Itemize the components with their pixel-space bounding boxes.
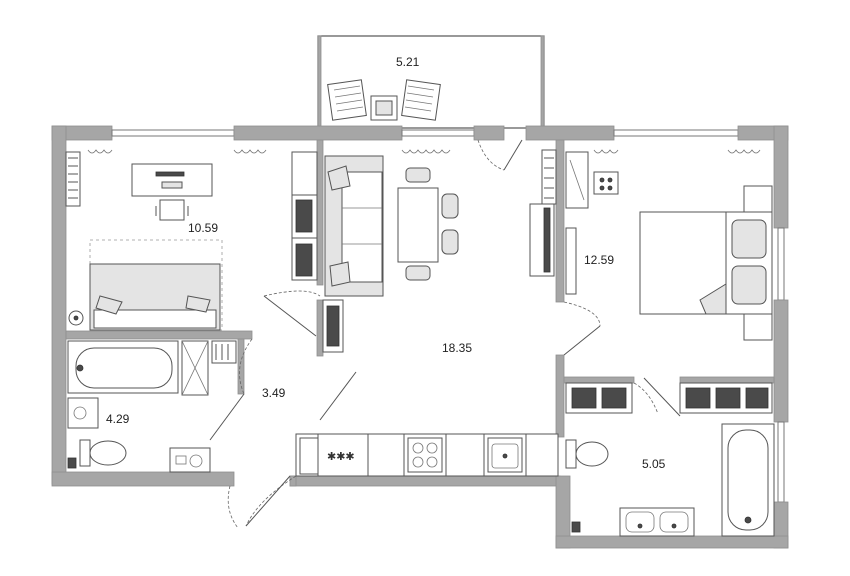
sofa <box>324 155 384 297</box>
curtains <box>87 149 761 154</box>
dresser <box>565 151 589 209</box>
bathroom-right-area: 5.05 <box>642 457 666 471</box>
balcony <box>317 35 545 129</box>
towel-rack <box>211 340 237 364</box>
sofa-bed <box>89 239 223 331</box>
stove-icon: ✱✱✱ <box>327 450 355 463</box>
wardrobe <box>291 151 318 281</box>
washing-machine-right <box>565 382 633 414</box>
fan-icon <box>68 310 84 326</box>
toilet-left <box>79 439 127 467</box>
desk-chair <box>155 199 189 221</box>
cabinet-right <box>679 382 773 414</box>
bathroom-left <box>67 340 237 473</box>
hob <box>407 437 443 473</box>
bathtub-left <box>67 340 179 394</box>
radiator-left <box>65 151 81 207</box>
balcony-chair-right <box>401 79 441 121</box>
sink-left <box>67 397 99 429</box>
tv-stand <box>529 203 577 295</box>
dining-table <box>397 167 459 281</box>
double-bed <box>639 185 773 341</box>
balcony-table <box>370 95 398 121</box>
bathtub-right <box>721 423 775 537</box>
interior-walls <box>65 139 775 487</box>
bathroom-left-area: 4.29 <box>106 412 130 426</box>
shoe-rack <box>322 299 344 353</box>
desk <box>131 163 213 197</box>
outer-walls <box>51 125 789 549</box>
washing-machine-shelf <box>181 340 209 396</box>
balcony-chair-left <box>327 79 367 121</box>
bedroom-right <box>529 149 773 341</box>
radiator-right <box>541 149 557 205</box>
nightstand <box>593 171 619 195</box>
bedroom-right-area: 12.59 <box>584 253 614 267</box>
washing-machine <box>169 447 211 473</box>
living-kitchen-area: 18.35 <box>442 341 472 355</box>
double-sink <box>619 507 695 537</box>
bedroom-left-area: 10.59 <box>188 221 218 235</box>
toilet-right <box>565 439 609 469</box>
kitchen-sink <box>487 437 523 473</box>
balcony-area: 5.21 <box>396 55 420 69</box>
hall-area: 3.49 <box>262 386 286 400</box>
bedroom-left <box>65 151 223 331</box>
bathroom-right <box>565 377 775 537</box>
hall <box>209 151 357 529</box>
living-kitchen: ✱✱✱ <box>295 139 601 477</box>
